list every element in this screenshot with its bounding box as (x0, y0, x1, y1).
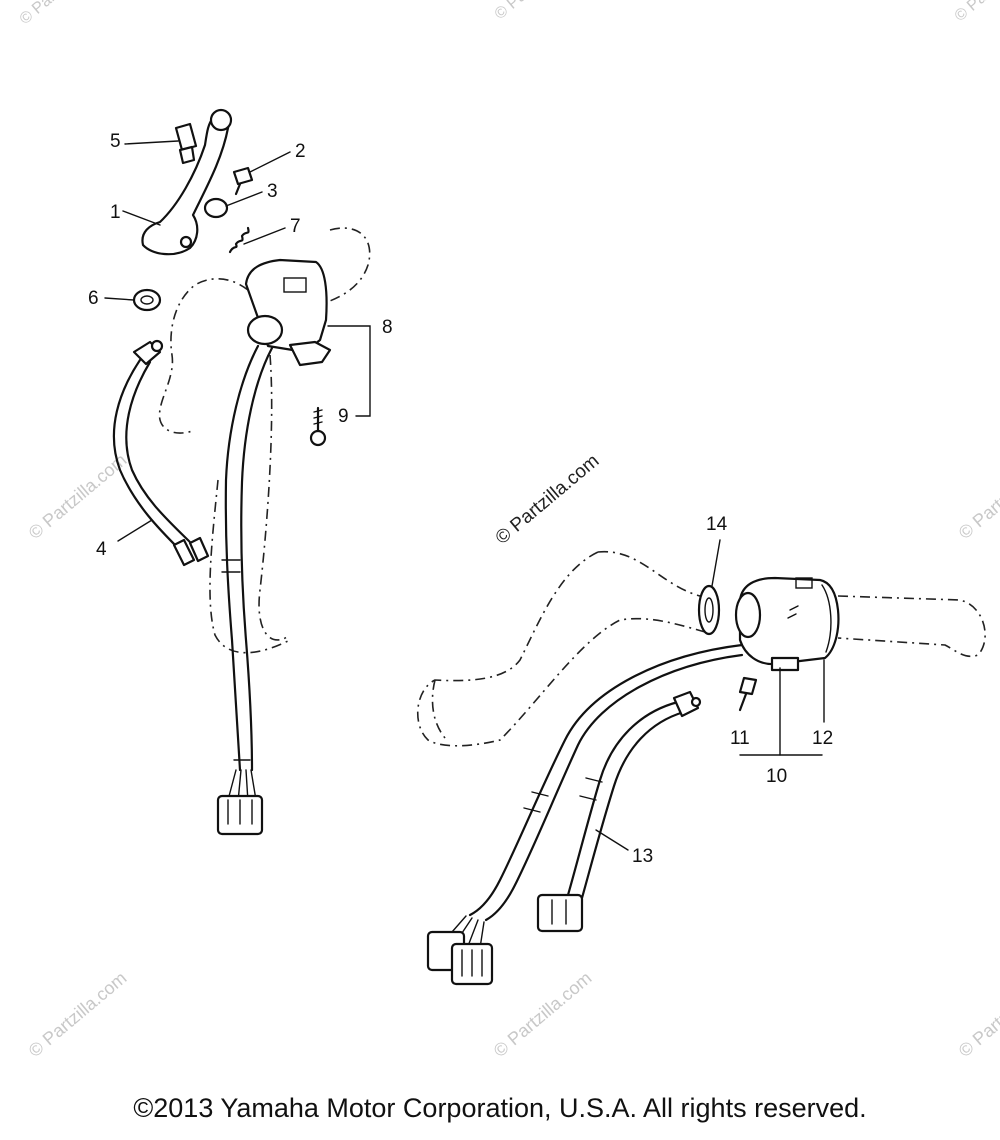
left-switch-assembly (112, 108, 371, 836)
right-leader-lines (595, 539, 825, 851)
watermark-text: © Partzilla.com (492, 450, 604, 548)
harness-tape (523, 791, 549, 813)
callout-6: 6 (88, 288, 99, 309)
copyright-notice: ©2013 Yamaha Motor Corporation, U.S.A. A… (133, 1093, 867, 1123)
connector-pins (461, 949, 483, 977)
handlebar-phantom-outline (317, 227, 371, 306)
callout-7: 7 (290, 216, 301, 237)
leader-line (595, 829, 629, 851)
watermark-text: © Partzilla.com (25, 450, 131, 543)
brake-switch-wire (566, 700, 680, 897)
callout-8: 8 (382, 317, 393, 338)
callout-1: 1 (110, 202, 121, 223)
callout-13: 13 (632, 846, 653, 867)
callout-4: 4 (96, 539, 107, 560)
leader-line (124, 140, 179, 145)
leader-line (122, 210, 161, 226)
left-harness (224, 344, 260, 772)
wire-terminal (172, 538, 196, 567)
watermark-text: © Partzilla.com (490, 968, 596, 1061)
switch-button (283, 277, 307, 293)
lever-switch-plug-tip (178, 145, 196, 165)
watermark-text: © Partzilla.com (25, 968, 131, 1061)
leader-line (243, 227, 286, 245)
pivot-bolt-shank (234, 182, 242, 196)
screw-thread (313, 409, 323, 425)
brake-switch-body (672, 690, 700, 718)
harness-tape (579, 777, 603, 801)
handlebar-phantom-outline (431, 679, 446, 739)
handlebar-phantom-outline (158, 278, 249, 434)
pivot-bolt-head (232, 166, 254, 186)
switch-clamp (288, 340, 332, 367)
housing-clamp (770, 656, 800, 672)
callout-11: 11 (730, 728, 750, 749)
lever-switch-plug (174, 122, 198, 152)
leader-line (225, 191, 263, 207)
watermark-group: © Partzilla.com © Partzilla.com © Partzi… (17, 0, 1000, 1061)
right-switch-bore (734, 591, 762, 639)
leader-line (249, 151, 291, 173)
leader-line (104, 297, 135, 301)
left-leader-lines (104, 140, 371, 542)
grommet-hole (140, 295, 154, 305)
leader-bracket (327, 325, 371, 417)
switch-button (795, 577, 813, 589)
left-switch-bore (246, 314, 284, 346)
harness-wires (227, 769, 257, 803)
left-harness (240, 346, 274, 772)
callout-10: 10 (766, 766, 787, 787)
right-switch-housing (738, 576, 840, 666)
lever-knob (209, 108, 233, 132)
handlebar-phantom-outline (416, 551, 706, 747)
connector-pins (551, 899, 567, 925)
clutch-switch-wire (112, 358, 182, 552)
clutch-switch-tip (150, 339, 164, 353)
brake-switch-wire (580, 710, 686, 900)
harness-wires (444, 915, 485, 949)
handlebar-phantom-outline (597, 551, 701, 597)
watermark-text: © Partzilla.com (955, 450, 1000, 543)
grommet (132, 288, 162, 312)
callout-2: 2 (295, 141, 306, 162)
housing-screw-head (738, 676, 758, 696)
handlebar-phantom-outline (258, 354, 291, 641)
screw-head (309, 429, 327, 447)
leader-line (711, 539, 721, 587)
right-harness (484, 653, 744, 922)
right-harness (468, 643, 744, 917)
right-switch-assembly (416, 551, 986, 986)
clutch-switch-wire (125, 360, 198, 550)
lever-spring (228, 226, 250, 254)
watermark-text: © Partzilla.com (17, 0, 111, 28)
wire-terminal (188, 536, 210, 563)
callout-5: 5 (110, 131, 121, 152)
throttle-collar-hole (704, 597, 714, 623)
clutch-lever (141, 113, 230, 256)
watermark-text: © Partzilla.com (952, 0, 1000, 25)
brake-switch-tip (690, 696, 702, 708)
throttle-grip-phantom (837, 595, 986, 658)
callout-3: 3 (267, 181, 278, 202)
switch-detail (787, 605, 799, 619)
lever-pivot (179, 235, 193, 249)
watermark-text: © Partzilla.com (955, 968, 1000, 1061)
callout-9: 9 (338, 406, 349, 427)
housing-seam (821, 584, 832, 653)
lever-nut (203, 197, 229, 219)
callout-12: 12 (812, 728, 833, 749)
callout-14: 14 (706, 514, 728, 535)
brake-switch-connector (536, 893, 584, 933)
leader-line (117, 519, 153, 542)
throttle-collar (697, 584, 721, 636)
handlebar-phantom-outline (209, 479, 291, 654)
connector-pins (227, 799, 253, 825)
harness-tape (221, 559, 241, 573)
housing-screw-shank (738, 692, 748, 712)
watermark-text: © Partzilla.com (492, 0, 586, 23)
